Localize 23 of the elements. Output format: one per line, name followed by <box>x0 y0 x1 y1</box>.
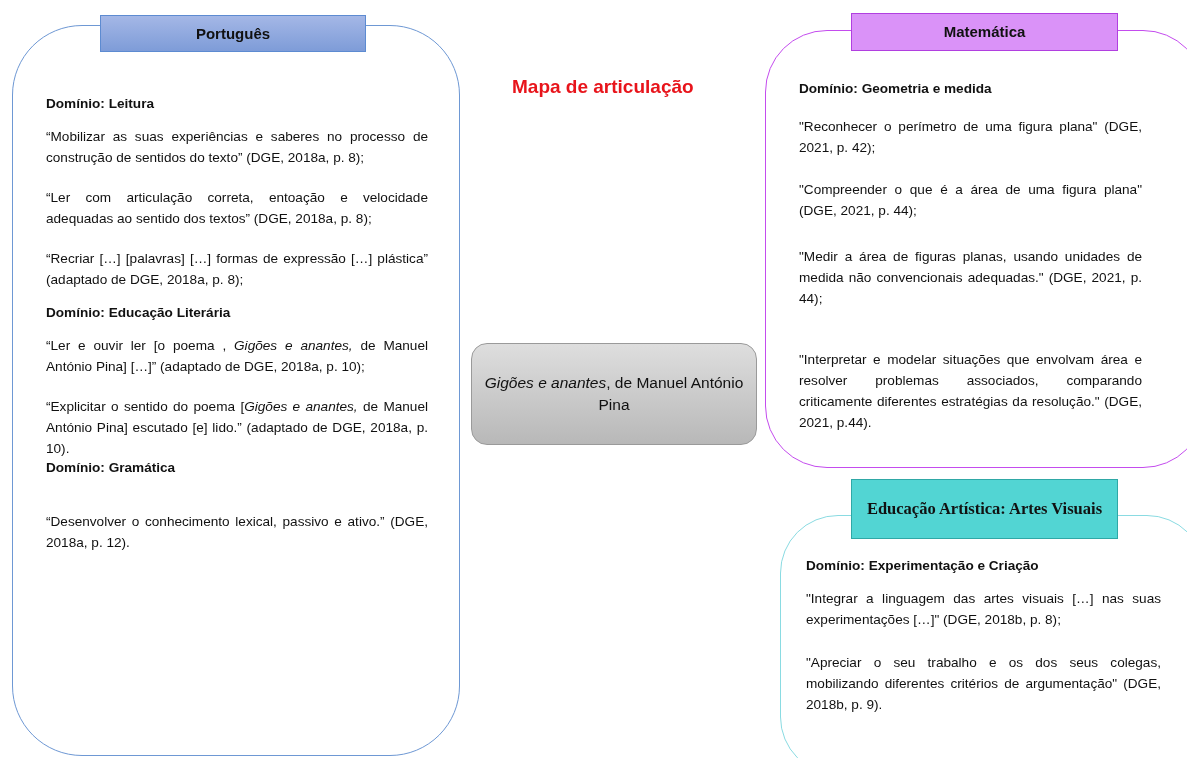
domain-heading: Domínio: Experimentação e Criação <box>806 557 1040 575</box>
diagram-title: Mapa de articulação <box>512 76 694 98</box>
subject-header: Educação Artística: Artes Visuais <box>851 479 1118 539</box>
subject-header: Português <box>100 15 366 52</box>
domain-heading: Domínio: Leitura <box>46 95 155 113</box>
curriculum-quote: "Interpretar e modelar situações que envolvam área e resolver problemas associados, comparando criticamente diferentes estratégias da resolução." (DGE, 2021, p.44). <box>799 351 1142 433</box>
curriculum-quote: “Recriar […] [palavras] […] formas de expressão […] plástica” (adaptado de DGE, 2018a, p. 8); <box>46 250 428 290</box>
curriculum-quote: “Ler e ouvir ler [o poema , Gigões e anantes, de Manuel António Pina] […]” (adaptado de DGE, 2018a, p. 10); <box>46 337 428 377</box>
subject-header: Matemática <box>851 13 1118 51</box>
domain-heading: Domínio: Gramática <box>46 459 177 477</box>
curriculum-quote: “Explicitar o sentido do poema [Gigões e anantes, de Manuel António Pina] escutado [e] lido.” (adaptado de DGE, 2018a, p. 10). <box>46 398 428 459</box>
topic-text: Gigões e anantes, de Manuel António Pina <box>483 373 745 415</box>
curriculum-quote: "Compreender o que é a área de uma figura plana" (DGE, 2021, p. 44); <box>799 181 1142 221</box>
curriculum-quote: "Integrar a linguagem das artes visuais […] nas suas experimentações […]" (DGE, 2018b, p. 8); <box>806 590 1161 630</box>
central-topic-box <box>471 343 757 445</box>
domain-heading: Domínio: Geometria e medida <box>799 80 993 98</box>
curriculum-quote: "Apreciar o seu trabalho e os dos seus colegas, mobilizando diferentes critérios de argumentação" (DGE, 2018b, p. 9). <box>806 654 1161 715</box>
curriculum-quote: “Ler com articulação correta, entoação e velocidade adequadas ao sentido dos textos” (DGE, 2018a, p. 8); <box>46 189 428 229</box>
curriculum-quote: “Desenvolver o conhecimento lexical, passivo e ativo.” (DGE, 2018a, p. 12). <box>46 513 428 553</box>
curriculum-quote: “Mobilizar as suas experiências e saberes no processo de construção de sentidos do texto” (DGE, 2018a, p. 8); <box>46 128 428 168</box>
curriculum-quote: "Reconhecer o perímetro de uma figura plana" (DGE, 2021, p. 42); <box>799 118 1142 158</box>
domain-heading: Domínio: Educação Literária <box>46 304 232 322</box>
curriculum-quote: "Medir a área de figuras planas, usando unidades de medida não convencionais adequadas." (DGE, 2021, p. 44); <box>799 248 1142 309</box>
